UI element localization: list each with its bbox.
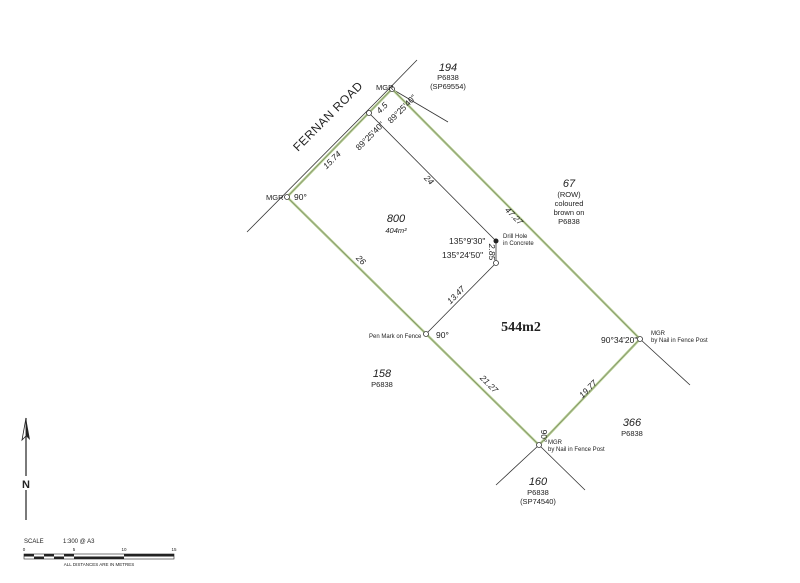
dim-47-27: 47.27 bbox=[503, 205, 525, 227]
mgr-bottom-mark bbox=[536, 442, 542, 448]
mgr-right-label-2: by Nail in Fence Post bbox=[651, 338, 708, 344]
lot-194-sp: (SP69554) bbox=[430, 82, 466, 91]
scale-tick-0: 0 bbox=[23, 547, 26, 552]
drill-hole-label-2: in Concrete bbox=[503, 241, 534, 247]
lot-366-number: 366 bbox=[623, 417, 642, 429]
drill-hole-mark bbox=[493, 238, 499, 244]
lot-67-plan: P6838 bbox=[558, 217, 580, 226]
mgr-bottom-label-2: by Nail in Fence Post bbox=[548, 447, 605, 453]
angle-right: 90°34'20" bbox=[601, 335, 637, 345]
dim-21-27: 21.27 bbox=[477, 372, 500, 395]
lot-158-plan: P6838 bbox=[371, 380, 393, 389]
mgr-left-mark bbox=[284, 194, 290, 200]
angle-pen: 90° bbox=[436, 330, 449, 340]
angle-drill-1: 135°9'30" bbox=[449, 236, 485, 246]
lot-160-sp: (SP74540) bbox=[520, 497, 556, 506]
mgr-right-mark bbox=[637, 336, 643, 342]
lot-800-number: 800 bbox=[387, 213, 406, 225]
scale-tick-15: 15 bbox=[171, 547, 177, 552]
lot-160-number: 160 bbox=[529, 476, 548, 488]
extension-line-top-left bbox=[377, 59, 418, 101]
mgr-top-label: MGR bbox=[376, 83, 394, 92]
dim-15-74: 15.74 bbox=[321, 149, 343, 171]
mgr-right-label-1: MGR bbox=[651, 331, 666, 337]
lot-158-number: 158 bbox=[373, 368, 392, 380]
corner-mark-drill bbox=[493, 260, 499, 266]
corner-mark-top bbox=[366, 110, 372, 116]
north-arrow: N bbox=[19, 417, 33, 520]
north-arrow-head-left bbox=[21, 417, 27, 442]
lot-800-line-24 bbox=[368, 112, 497, 242]
dim-24: 24 bbox=[422, 172, 437, 187]
scale-bar: SCALE 1:300 @ A3 0 5 10 15 ALL DISTANCES… bbox=[23, 539, 177, 567]
scale-note: ALL DISTANCES ARE IN METRES bbox=[64, 562, 135, 567]
angle-left: 90° bbox=[294, 192, 307, 202]
scale-tick-10: 10 bbox=[121, 547, 127, 552]
total-area: 544m2 bbox=[501, 320, 541, 335]
dim-19-77: 19.77 bbox=[577, 378, 599, 400]
mgr-left-label: MGR bbox=[266, 193, 284, 202]
mgr-top-mark bbox=[389, 86, 395, 92]
survey-marks bbox=[284, 86, 643, 448]
drill-hole-label-1: Drill Hole bbox=[503, 234, 528, 240]
dim-2-85: 2.85 bbox=[487, 243, 497, 261]
lot-67-note2: brown on bbox=[554, 208, 585, 217]
pen-mark-label: Pen Mark on Fence bbox=[369, 334, 422, 340]
lot-67-number: 67 bbox=[563, 178, 576, 190]
scale-ratio: 1:300 @ A3 bbox=[63, 539, 95, 545]
extension-lines bbox=[246, 59, 691, 491]
lot-800-line-13-47 bbox=[425, 262, 497, 335]
dim-4-5: 4.5 bbox=[374, 100, 390, 116]
lot-800-boundary bbox=[368, 112, 497, 335]
lot-160-plan: P6838 bbox=[527, 488, 549, 497]
scale-tick-5: 5 bbox=[73, 547, 76, 552]
lot-194-number: 194 bbox=[439, 62, 457, 74]
angle-drill-2: 135°24'50" bbox=[442, 250, 483, 260]
scale-label: SCALE bbox=[24, 539, 44, 545]
extension-line-right bbox=[639, 338, 691, 386]
road-name: FERNAN ROAD bbox=[290, 79, 366, 155]
angle-bottom: 90° bbox=[539, 430, 549, 443]
lot-67-note1: coloured bbox=[555, 199, 584, 208]
extension-line-top bbox=[391, 88, 449, 123]
north-label: N bbox=[22, 479, 30, 491]
north-arrow-head-right bbox=[26, 418, 30, 440]
extension-line-bottom-right bbox=[538, 444, 586, 491]
lot-194-plan: P6838 bbox=[437, 73, 459, 82]
mgr-bottom-label-1: MGR bbox=[548, 440, 563, 446]
extension-line-bottom-left bbox=[495, 444, 540, 486]
pen-mark bbox=[423, 331, 429, 337]
fernan-road-edge bbox=[246, 99, 379, 233]
dim-13-47: 13.47 bbox=[445, 284, 467, 306]
lot-67-row: (ROW) bbox=[557, 190, 581, 199]
lot-800-area: 404m² bbox=[385, 226, 407, 235]
lot-366-plan: P6838 bbox=[621, 429, 643, 438]
